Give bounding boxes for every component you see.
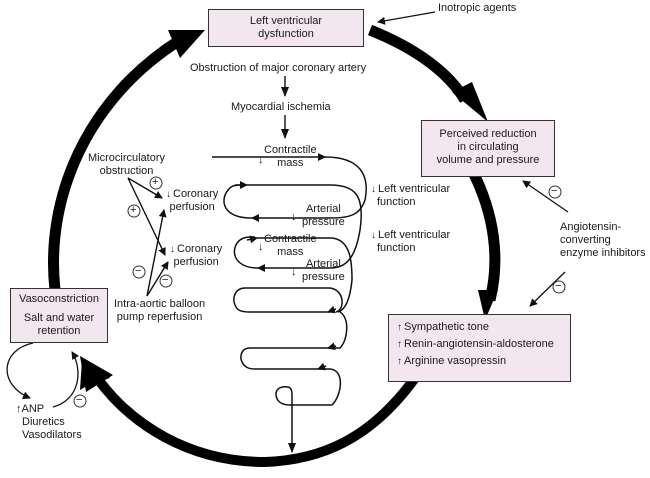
box-vasoconstriction: Vasoconstriction Salt and water retentio… bbox=[10, 288, 108, 343]
down-arrow-icon: ↓ bbox=[258, 241, 264, 253]
list-item: ↑Sympathetic tone bbox=[397, 321, 489, 333]
label-myocardial-ischemia: Myocardial ischemia bbox=[231, 101, 331, 113]
label-microcirculatory-obstruction: Microcirculatory obstruction bbox=[88, 152, 166, 177]
box-line: dysfunction bbox=[258, 28, 314, 40]
down-arrow-icon: ↓ bbox=[371, 184, 376, 195]
minus-sign: − bbox=[162, 274, 169, 286]
box-line: Left ventricular bbox=[249, 15, 323, 27]
box-line: Perceived reduction bbox=[439, 128, 537, 140]
label-anp-diuretics-vasodilators: ↑ANP Diuretics Vasodilators bbox=[16, 403, 82, 441]
down-arrow-icon: ↓ bbox=[258, 154, 264, 166]
vasoconstriction-to-anp-loop bbox=[6, 342, 34, 400]
cycle-arrowhead-top-right bbox=[452, 82, 488, 122]
down-arrow-icon: ↓ bbox=[166, 189, 171, 200]
up-arrow-icon: ↑ bbox=[397, 322, 402, 333]
ace-to-perceived-arrow bbox=[522, 180, 569, 213]
minus-sign: − bbox=[551, 185, 558, 197]
cycle-arc-bottom bbox=[90, 372, 420, 468]
label-arterial-pressure-2: Arterial pressure bbox=[302, 258, 345, 283]
plus-sign: + bbox=[152, 176, 159, 188]
label-contractile-mass-2: Contractile mass bbox=[264, 233, 317, 258]
cycle-arrowhead-bottom-left-2 bbox=[80, 356, 113, 392]
label-coronary-perfusion-1: ↓Coronary perfusion bbox=[166, 188, 219, 213]
label-contractile-mass-1: Contractile mass bbox=[264, 144, 317, 169]
perfusion-influence-arrows bbox=[127, 177, 169, 297]
label-lv-function-2: ↓Left ventricular function bbox=[371, 229, 451, 254]
up-arrow-icon: ↑ bbox=[397, 356, 402, 367]
downward-spiral bbox=[212, 153, 367, 453]
minus-sign: − bbox=[135, 265, 142, 277]
plus-sign: + bbox=[130, 204, 137, 216]
box-line: in circulating bbox=[457, 141, 519, 153]
box-left-ventricular-dysfunction: Left ventricular dysfunction bbox=[208, 9, 364, 47]
down-arrow-icon: ↓ bbox=[291, 211, 297, 223]
ace-to-neurohormonal-arrow bbox=[529, 271, 566, 307]
list-item: ↑Renin-angiotensin-aldosterone bbox=[397, 338, 554, 350]
label-intra-aortic-balloon: Intra-aortic balloon pump reperfusion bbox=[114, 298, 206, 323]
box-perceived-reduction: Perceived reduction in circulating volum… bbox=[421, 120, 555, 177]
box-neurohormonal-activation: ↑Sympathetic tone ↑Renin-angiotensin-ald… bbox=[388, 314, 571, 382]
label-arterial-pressure-1: Arterial pressure bbox=[302, 203, 345, 228]
anp-to-vasoconstriction-loop bbox=[52, 351, 80, 408]
sign-circles bbox=[73, 176, 566, 408]
box-line: volume and pressure bbox=[436, 154, 540, 166]
minus-sign: − bbox=[76, 394, 83, 406]
cycle-arc-left bbox=[48, 35, 183, 291]
cycle-arc-right bbox=[467, 167, 501, 302]
label-ace-inhibitors: Angiotensin- converting enzyme inhibitor… bbox=[560, 221, 646, 259]
down-arrow-icon: ↓ bbox=[170, 244, 175, 255]
box-line: Vasoconstriction bbox=[19, 293, 99, 305]
label-inotropic-agents: Inotropic agents bbox=[438, 2, 517, 14]
cycle-arrowhead-right bbox=[478, 290, 498, 320]
box-line: Salt and water bbox=[23, 312, 95, 324]
up-arrow-icon: ↑ bbox=[397, 339, 402, 350]
minus-sign: − bbox=[555, 280, 562, 292]
inotropic-arrow bbox=[377, 11, 436, 25]
down-arrow-icon: ↓ bbox=[291, 266, 297, 278]
down-arrow-icon: ↓ bbox=[371, 230, 376, 241]
list-item: ↑Arginine vasopressin bbox=[397, 355, 507, 367]
label-coronary-perfusion-2: ↓Coronary perfusion bbox=[170, 243, 223, 268]
cycle-arc-top-right bbox=[367, 24, 470, 103]
cycle-arrowhead-top-left bbox=[168, 30, 205, 58]
label-obstruction: Obstruction of major coronary artery bbox=[190, 62, 367, 74]
box-line: retention bbox=[37, 325, 81, 337]
label-lv-function-1: ↓Left ventricular function bbox=[371, 183, 451, 208]
